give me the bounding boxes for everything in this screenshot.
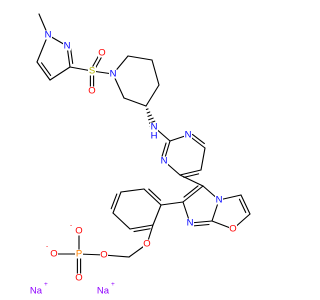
atom-label-background — [229, 224, 237, 234]
bond-line — [127, 55, 153, 61]
atom-label-n-pyrazole: N — [64, 41, 71, 52]
atom-label-n-bridgehead: N — [216, 195, 223, 206]
bond-line — [160, 201, 184, 206]
atom-label-background — [184, 130, 192, 140]
atom-label-o-phosphate-double: O — [75, 273, 82, 284]
charge-na-plus-2: + — [111, 281, 115, 288]
atom-label-o-phosphate-ester: O — [100, 250, 107, 261]
charge-o-minus-1: - — [46, 243, 48, 250]
atom-label-s-sulfonyl: S — [89, 66, 95, 77]
bond-line — [123, 97, 147, 107]
atom-label-background — [96, 286, 110, 296]
bond-line — [146, 111, 151, 114]
atom-label-background — [63, 41, 71, 51]
atom-label-o-oxazole: O — [229, 224, 236, 235]
atom-label-p-phosphate: P — [76, 249, 82, 260]
bond-line — [110, 193, 118, 210]
bond-line — [145, 84, 160, 107]
bond-line — [40, 62, 52, 76]
atom-label-o-phosphate-minus-2: O — [75, 226, 82, 237]
bond-line — [49, 66, 71, 81]
atom-label-background — [160, 156, 168, 166]
atom-label-background — [44, 30, 52, 40]
charge-o-minus-2: - — [70, 222, 72, 229]
atom-label-background — [150, 131, 158, 141]
bond-line — [238, 198, 247, 214]
atom-label-background — [150, 122, 158, 132]
atom-label-nh-amine: N — [151, 122, 158, 133]
bond-line — [133, 228, 151, 233]
bond-line — [200, 147, 206, 171]
bond-line — [182, 185, 204, 203]
atom-label-n-piperidine: N — [110, 69, 117, 80]
bond-line — [120, 188, 145, 193]
atom-label-n-pyrimidine-1: N — [161, 156, 168, 167]
bond-line — [78, 253, 105, 256]
bond-line — [148, 117, 154, 121]
atom-label-background — [88, 66, 96, 76]
atom-label-na-1: Na — [30, 286, 43, 297]
bond-line — [179, 174, 204, 187]
atom-label-o-sulfonyl-top: O — [98, 48, 105, 59]
atom-label-na-2: Na — [97, 286, 110, 297]
atom-label-background — [75, 249, 83, 259]
bond-line — [193, 223, 210, 227]
atom-label-background — [75, 273, 83, 283]
bond-line — [183, 173, 200, 178]
atom-label-background — [50, 249, 58, 259]
bond-line — [179, 169, 202, 176]
bond-line — [147, 114, 152, 117]
atom-label-n-imidazole: N — [187, 218, 194, 229]
bond-line — [112, 191, 122, 214]
atom-label-o-phosphate-minus-1: O — [50, 249, 57, 260]
bond-line — [70, 48, 74, 64]
charge-na-plus-1: + — [44, 281, 48, 288]
atom-label-h-amine: H — [151, 131, 158, 142]
atom-label-n-pyrimidine-2: N — [185, 130, 192, 141]
atom-label-o-ether: O — [143, 239, 150, 250]
bond-line — [112, 212, 131, 230]
bond-line — [152, 204, 162, 226]
atom-label-background — [88, 86, 96, 96]
atom-label-background — [98, 48, 106, 58]
bond-line — [103, 254, 130, 258]
bond-line — [183, 185, 199, 198]
atom-label-o-sulfonyl-bottom: O — [88, 86, 95, 97]
atom-label-background — [215, 195, 223, 205]
atom-label-background — [75, 226, 83, 236]
bond-line — [240, 194, 251, 215]
atom-label-n-methyl: N — [45, 30, 52, 41]
bond-line — [36, 61, 51, 81]
bond-line — [143, 188, 162, 206]
atom-label-background — [143, 239, 151, 249]
bond-line — [148, 188, 162, 201]
atom-label-background — [186, 218, 194, 228]
atom-label-background — [109, 69, 117, 79]
atom-label-background — [100, 250, 108, 260]
bond-line — [161, 142, 167, 158]
atom-label-background — [29, 286, 43, 296]
bond-line — [151, 59, 160, 86]
bond-line — [145, 108, 149, 111]
bond-line — [191, 133, 205, 145]
bond-line — [129, 224, 154, 230]
